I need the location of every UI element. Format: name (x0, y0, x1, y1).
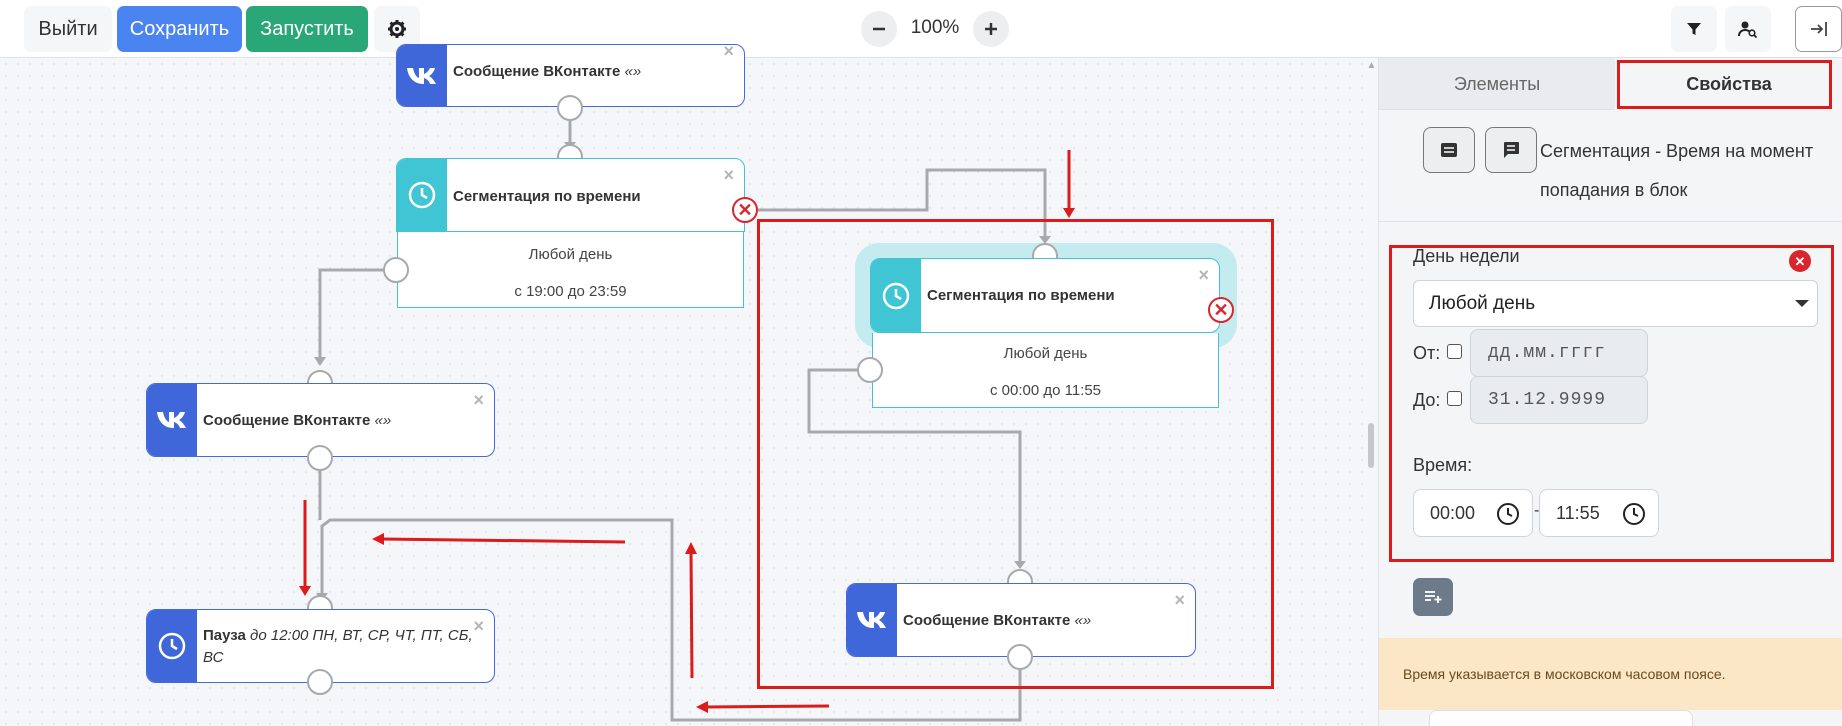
plus-icon (985, 23, 997, 35)
weekday-label: День недели (1413, 246, 1520, 266)
time-to-input[interactable]: 11:55 (1539, 489, 1659, 537)
clock-icon (1623, 503, 1645, 525)
clock-icon (871, 259, 921, 332)
message-icon (1504, 142, 1519, 158)
output-port[interactable] (307, 445, 333, 471)
close-node-button[interactable]: × (723, 44, 734, 61)
weekday-select[interactable]: Любой день (1413, 280, 1818, 327)
vk-icon (397, 45, 447, 106)
from-checkbox[interactable] (1447, 344, 1462, 359)
connector-lines (299, 121, 1075, 722)
branch-output-port[interactable] (383, 257, 409, 283)
weekday-selected-value: Любой день (1429, 292, 1536, 314)
add-condition-button[interactable] (1413, 578, 1453, 616)
gear-icon (388, 20, 406, 38)
to-checkbox[interactable] (1447, 391, 1462, 406)
branch-output-port[interactable] (857, 357, 883, 383)
annotation-highlight-conditions (1389, 245, 1834, 562)
tab-properties[interactable]: Свойства (1615, 58, 1842, 110)
properties-panel: Элементы Свойства Сегментация - Время на… (1378, 58, 1842, 726)
message-icon (1441, 143, 1457, 157)
close-node-button[interactable]: × (473, 616, 484, 636)
user-search-icon (1738, 21, 1758, 38)
canvas-scrollbar[interactable] (1365, 58, 1378, 726)
next-card (1429, 710, 1693, 726)
settings-button[interactable] (374, 6, 420, 52)
time-separator: - (1534, 502, 1540, 519)
close-node-button[interactable]: × (1174, 590, 1185, 610)
from-date-input[interactable]: дд.мм.гггг (1470, 329, 1648, 377)
clock-icon (1497, 503, 1519, 525)
node-title: Сегментация по времени (453, 188, 641, 205)
zoom-out-button[interactable] (861, 11, 897, 47)
canvas-scroll-thumb[interactable] (1368, 423, 1374, 468)
time-segment-node-1[interactable]: Сегментация по времени × (396, 158, 745, 232)
branch-day: Любой день (528, 246, 613, 263)
time-to-value: 11:55 (1556, 502, 1600, 523)
time-from-input[interactable]: 00:00 (1413, 489, 1533, 537)
minus-icon (873, 27, 885, 31)
time-label: Время: (1413, 455, 1473, 475)
block-comment-button[interactable] (1485, 127, 1537, 173)
remove-condition-button[interactable]: ✕ (1789, 250, 1811, 272)
save-button[interactable]: Сохранить (117, 6, 242, 52)
node-title: Сообщение ВКонтакте «» (453, 63, 642, 80)
branch-time: с 00:00 до 11:55 (989, 382, 1102, 399)
tab-elements[interactable]: Элементы (1453, 73, 1541, 94)
exit-panel-icon (1810, 22, 1827, 36)
timezone-notice: Время указывается в московском часовом п… (1379, 638, 1842, 710)
branch-day: Любой день (1003, 345, 1088, 362)
vk-icon (847, 584, 897, 656)
to-label: До: (1413, 390, 1441, 410)
block-title: Сегментация - Время на момент попадания … (1540, 141, 1814, 200)
close-node-button[interactable]: × (473, 390, 484, 410)
node-title: Пауза до 12:00 ПН, ВТ, СР, ЧТ, ПТ, СБ, В… (203, 627, 473, 666)
output-port[interactable] (1007, 644, 1033, 670)
add-row-icon (1425, 591, 1442, 603)
time-segment-node-2[interactable]: Сегментация по времени × (870, 258, 1220, 333)
node-title: Сегментация по времени (927, 287, 1115, 304)
scroll-up-arrow[interactable]: ▲ (1366, 60, 1377, 71)
to-date-input[interactable]: 31.12.9999 (1470, 376, 1648, 424)
vk-message-node-top[interactable]: Сообщение ВКонтакте «» × (396, 44, 745, 107)
clock-icon (397, 159, 447, 231)
collapse-panel-button[interactable] (1795, 6, 1842, 52)
panel-tabs: Элементы Свойства (1379, 58, 1842, 110)
divider (1379, 221, 1842, 222)
segment-branch-box: Любой день с 19:00 до 23:59 (397, 232, 744, 308)
close-node-button[interactable]: × (723, 165, 734, 185)
clock-icon (147, 610, 197, 682)
from-label: От: (1413, 343, 1441, 363)
branch-time: с 19:00 до 23:59 (514, 283, 627, 300)
annotation-highlight-canvas (757, 219, 1274, 689)
node-title: Сообщение ВКонтакте «» (203, 412, 392, 429)
zoom-level: 100% (910, 17, 960, 38)
zoom-in-button[interactable] (973, 11, 1009, 47)
block-info-button[interactable] (1423, 127, 1475, 173)
chevron-down-icon (1795, 300, 1809, 307)
output-port[interactable] (557, 95, 583, 121)
user-search-button[interactable] (1725, 6, 1771, 52)
annotation-highlight-tab (1617, 60, 1832, 109)
top-toolbar: Выйти Сохранить Запустить 100% (0, 0, 1842, 58)
output-port[interactable] (307, 669, 333, 695)
exit-button[interactable]: Выйти (24, 6, 112, 52)
node-title: Сообщение ВКонтакте «» (903, 612, 1092, 629)
close-node-button[interactable]: × (1198, 265, 1209, 285)
remove-branch-button[interactable]: ✕ (1208, 297, 1234, 323)
remove-branch-button[interactable]: ✕ (732, 197, 758, 223)
run-button[interactable]: Запустить (246, 6, 368, 52)
segment-branch-box: Любой день с 00:00 до 11:55 (872, 333, 1219, 408)
time-from-value: 00:00 (1430, 502, 1476, 523)
filter-button[interactable] (1671, 6, 1717, 52)
vk-icon (147, 384, 197, 456)
filter-icon (1687, 23, 1701, 35)
